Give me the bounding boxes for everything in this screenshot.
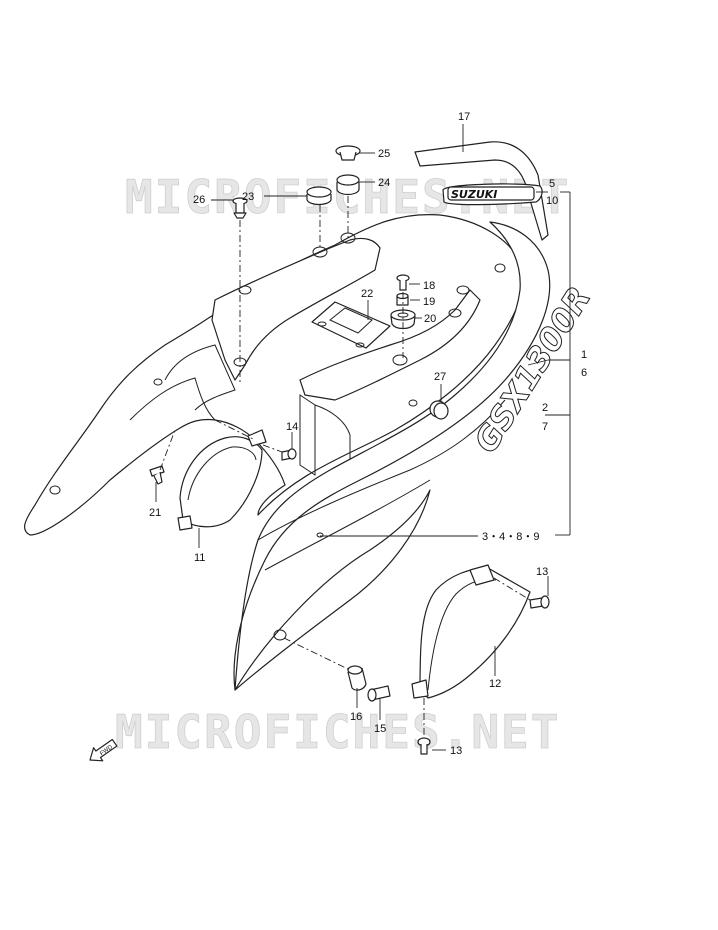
- label-13-lower: 13: [450, 745, 462, 757]
- label-3-4-8-9: 3・4・8・9: [482, 531, 539, 543]
- label-23: 23: [242, 191, 254, 203]
- side-panel-12: [411, 564, 531, 699]
- screw-25: [335, 145, 361, 161]
- label-12: 12: [489, 678, 501, 690]
- label-5: 5: [549, 178, 555, 190]
- grommet-23: [306, 186, 332, 206]
- tool-box-11: [177, 429, 267, 531]
- plug-27: [429, 400, 449, 420]
- svg-text:SUZUKI: SUZUKI: [451, 188, 497, 201]
- label-27: 27: [434, 371, 446, 383]
- watermark-bottom: MICROFICHES.NET: [115, 705, 560, 759]
- assembly-lines: [159, 196, 531, 738]
- grab-rail: [414, 141, 549, 241]
- label-21: 21: [149, 507, 161, 519]
- clip-26: [232, 197, 248, 219]
- label-19: 19: [423, 296, 435, 308]
- screw-13-lower: [417, 737, 431, 755]
- leader-lines: [155, 124, 571, 751]
- clip-21: [149, 465, 165, 485]
- label-1: 1: [581, 349, 587, 361]
- suzuki-emblem: SUZUKI: [442, 183, 543, 206]
- label-18: 18: [423, 280, 435, 292]
- bolt-18: [396, 274, 410, 291]
- label-6: 6: [581, 367, 587, 379]
- label-10: 10: [546, 195, 558, 207]
- grommet-24: [336, 174, 360, 196]
- bolt-15: [367, 685, 391, 702]
- part-numbers: 17 25 24 23 26 5 10 18 19 20 22 27 14 21…: [149, 111, 587, 757]
- label-16: 16: [350, 711, 362, 723]
- forward-arrow-icon: FWD: [89, 738, 118, 762]
- label-22: 22: [361, 288, 373, 300]
- label-17: 17: [458, 111, 470, 123]
- label-13-upper: 13: [536, 566, 548, 578]
- bracket-22: [311, 301, 391, 349]
- label-7: 7: [542, 421, 548, 433]
- collar-19: [396, 292, 409, 306]
- label-11: 11: [194, 552, 205, 564]
- collar-16: [347, 665, 367, 691]
- label-2: 2: [542, 402, 548, 414]
- screw-13-upper: [529, 595, 550, 609]
- label-24: 24: [378, 177, 390, 189]
- label-25: 25: [378, 148, 390, 160]
- label-20: 20: [424, 313, 436, 325]
- label-26: 26: [193, 194, 205, 206]
- label-15: 15: [374, 723, 386, 735]
- label-14: 14: [286, 421, 298, 433]
